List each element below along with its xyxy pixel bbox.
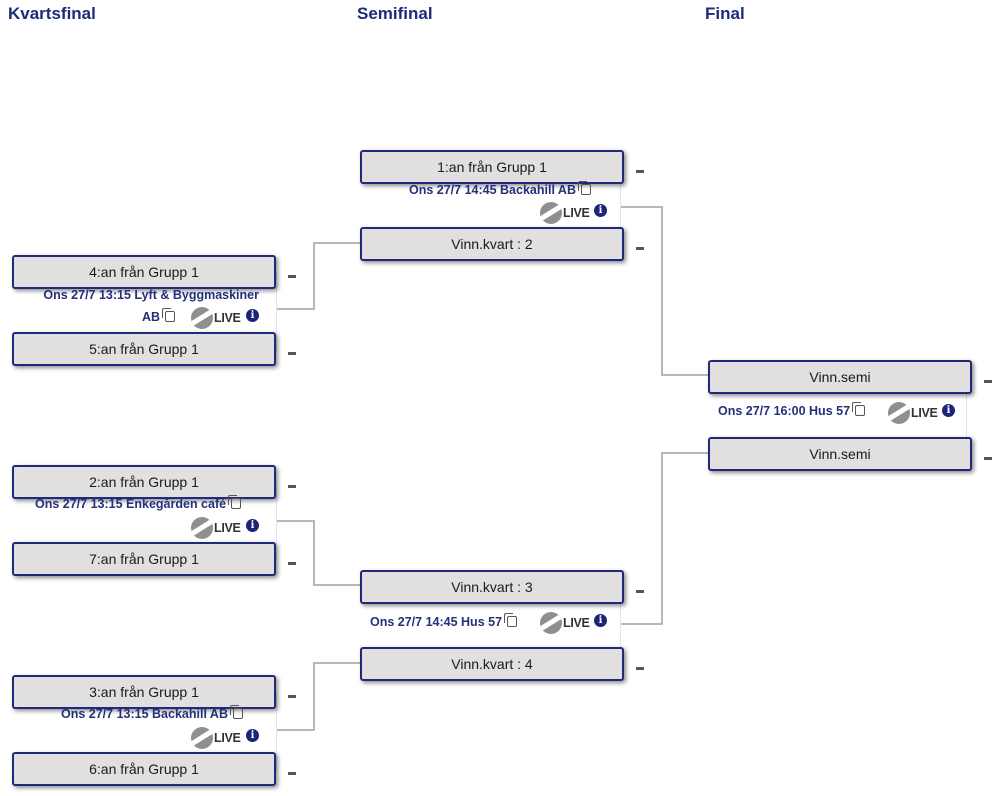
live-logo-icon xyxy=(191,517,213,539)
live-button[interactable]: LIVE xyxy=(540,612,590,634)
match-info: Ons 27/7 16:00 Hus 57 xyxy=(718,401,866,421)
match-schedule-text: Ons 27/7 16:00 Hus 57 xyxy=(718,404,851,418)
info-icon[interactable]: i xyxy=(942,404,955,417)
live-label: LIVE xyxy=(563,206,590,220)
match-divider xyxy=(276,272,277,352)
live-logo-icon xyxy=(191,307,213,329)
score-placeholder xyxy=(288,275,296,278)
copy-icon[interactable] xyxy=(504,613,518,627)
match-divider xyxy=(620,168,621,248)
team-slot[interactable]: 4:an från Grupp 1 xyxy=(12,255,276,289)
match-divider xyxy=(620,587,621,665)
match-schedule-text: Ons 27/7 14:45 Hus 57 xyxy=(370,615,503,629)
match-schedule-text: Ons 27/7 13:15 Lyft & Byggmaskiner xyxy=(43,288,259,302)
match-info: Ons 27/7 14:45 Hus 57 xyxy=(370,612,518,632)
match-divider xyxy=(276,692,277,772)
score-placeholder xyxy=(636,247,644,250)
match-schedule-text: Ons 27/7 13:15 Backahill AB xyxy=(61,707,228,721)
info-icon[interactable]: i xyxy=(246,309,259,322)
connector-line xyxy=(621,206,708,376)
connector-line xyxy=(277,520,360,586)
team-slot[interactable]: Vinn.semi xyxy=(708,360,972,394)
live-logo-icon xyxy=(540,202,562,224)
team-slot[interactable]: 7:an från Grupp 1 xyxy=(12,542,276,576)
score-placeholder xyxy=(288,485,296,488)
live-button[interactable]: LIVE xyxy=(540,202,590,224)
match-schedule-text: Ons 27/7 14:45 Backahill AB xyxy=(409,183,576,197)
info-icon[interactable]: i xyxy=(594,204,607,217)
connector-line xyxy=(277,242,360,310)
live-logo-icon xyxy=(540,612,562,634)
live-button[interactable]: LIVE xyxy=(191,517,241,539)
live-label: LIVE xyxy=(214,521,241,535)
team-slot[interactable]: Vinn.kvart : 2 xyxy=(360,227,624,261)
copy-icon[interactable] xyxy=(852,402,866,416)
match-info-continued: AB xyxy=(142,307,176,327)
connector-line xyxy=(277,662,360,731)
copy-icon[interactable] xyxy=(229,705,243,719)
match-schedule-text: AB xyxy=(142,310,161,324)
team-slot[interactable]: 5:an från Grupp 1 xyxy=(12,332,276,366)
score-placeholder xyxy=(636,590,644,593)
live-label: LIVE xyxy=(214,731,241,745)
score-placeholder xyxy=(288,352,296,355)
team-slot[interactable]: 6:an från Grupp 1 xyxy=(12,752,276,786)
live-button[interactable]: LIVE xyxy=(191,727,241,749)
score-placeholder xyxy=(984,457,992,460)
live-label: LIVE xyxy=(214,311,241,325)
match-info: Ons 27/7 13:15 Enkegården café xyxy=(35,494,242,514)
team-slot[interactable]: 2:an från Grupp 1 xyxy=(12,465,276,499)
live-button[interactable]: LIVE xyxy=(888,402,938,424)
round-title-final: Final xyxy=(705,4,745,23)
copy-icon[interactable] xyxy=(228,495,242,509)
score-placeholder xyxy=(288,695,296,698)
score-placeholder xyxy=(288,772,296,775)
copy-icon[interactable] xyxy=(162,308,176,322)
match-divider xyxy=(276,482,277,562)
score-placeholder xyxy=(288,562,296,565)
team-slot[interactable]: Vinn.kvart : 4 xyxy=(360,647,624,681)
live-logo-icon xyxy=(888,402,910,424)
match-info: Ons 27/7 14:45 Backahill AB xyxy=(409,180,591,200)
score-placeholder xyxy=(984,380,992,383)
match-schedule-text: Ons 27/7 13:15 Enkegården café xyxy=(35,497,227,511)
live-logo-icon xyxy=(191,727,213,749)
live-label: LIVE xyxy=(911,406,938,420)
match-divider xyxy=(966,377,967,455)
info-icon[interactable]: i xyxy=(594,614,607,627)
live-button[interactable]: LIVE xyxy=(191,307,241,329)
team-slot[interactable]: Vinn.semi xyxy=(708,437,972,471)
round-title-quarterfinal: Kvartsfinal xyxy=(8,4,96,23)
score-placeholder xyxy=(636,667,644,670)
round-title-semifinal: Semifinal xyxy=(357,4,433,23)
live-label: LIVE xyxy=(563,616,590,630)
team-slot[interactable]: Vinn.kvart : 3 xyxy=(360,570,624,604)
team-slot[interactable]: 1:an från Grupp 1 xyxy=(360,150,624,184)
connector-line xyxy=(621,452,708,625)
match-info: Ons 27/7 13:15 Backahill AB xyxy=(61,704,243,724)
score-placeholder xyxy=(636,170,644,173)
team-slot[interactable]: 3:an från Grupp 1 xyxy=(12,675,276,709)
info-icon[interactable]: i xyxy=(246,519,259,532)
match-info: Ons 27/7 13:15 Lyft & Byggmaskiner xyxy=(43,285,259,305)
copy-icon[interactable] xyxy=(577,181,591,195)
info-icon[interactable]: i xyxy=(246,729,259,742)
